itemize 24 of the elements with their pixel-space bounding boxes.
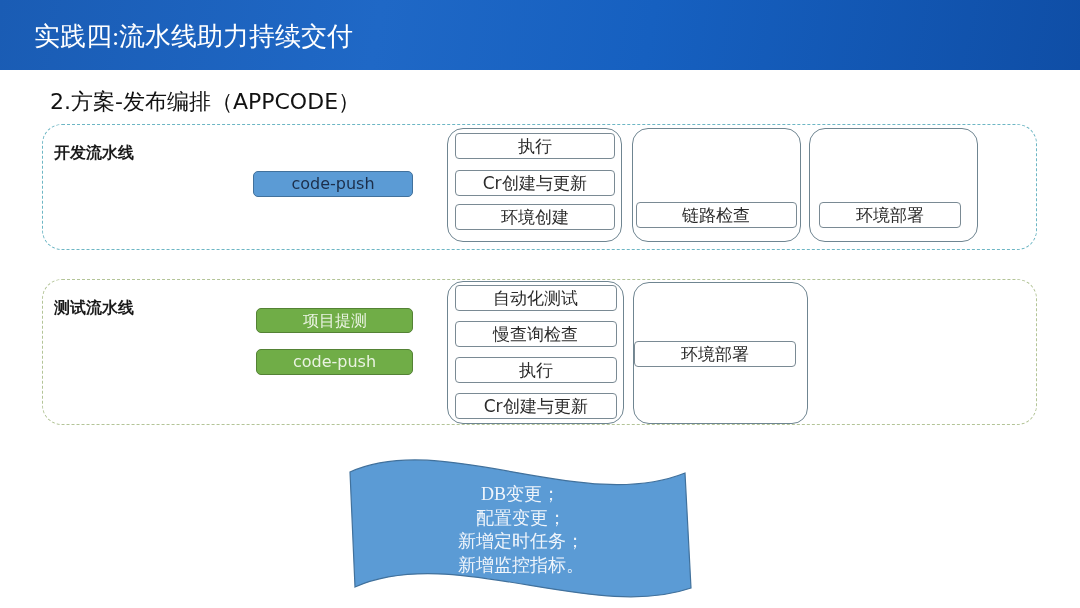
step-box: Cr创建与更新: [454, 392, 617, 419]
slide-title: 实践四:流水线助力持续交付: [34, 21, 354, 53]
pipeline-band: [42, 279, 1037, 425]
step-box: Cr创建与更新: [454, 169, 615, 196]
step-box: 执行: [454, 132, 615, 159]
step-box: 慢查询检查: [454, 320, 617, 347]
band-heading: 测试流水线: [54, 297, 134, 319]
stage-box: [633, 282, 808, 424]
step-box: 环境部署: [633, 340, 796, 367]
band-heading: 开发流水线: [54, 142, 134, 164]
pipeline-band: [42, 124, 1037, 250]
stage-box: [447, 281, 624, 424]
section-heading: 2.方案-发布编排（APPCODE）: [50, 88, 361, 116]
stage-box: [447, 128, 622, 242]
stage-box: [809, 128, 978, 242]
stage-box: [632, 128, 801, 242]
event-box: 项目提测: [256, 308, 413, 333]
event-box: code-push: [253, 171, 413, 197]
step-box: 自动化测试: [454, 284, 617, 311]
step-box: 执行: [454, 356, 617, 383]
step-box: 链路检查: [635, 201, 797, 228]
step-box: 环境创建: [454, 203, 615, 230]
event-box: code-push: [256, 349, 413, 375]
step-box: 环境部署: [818, 201, 961, 228]
